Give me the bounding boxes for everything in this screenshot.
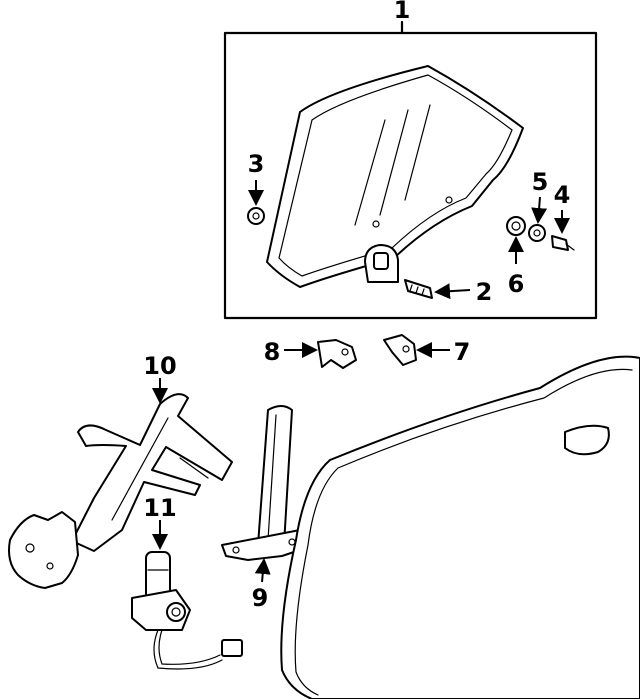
callout-11: 11	[143, 494, 176, 522]
glass-assembly-box	[223, 20, 598, 320]
washer-part-5[interactable]	[528, 224, 546, 242]
callout-6: 6	[508, 270, 525, 298]
bolt-part-2[interactable]	[404, 279, 433, 299]
bracket-part-7[interactable]	[383, 334, 417, 366]
regulator-motor[interactable]	[131, 551, 243, 670]
leader-lines	[152, 180, 570, 583]
guide-channel[interactable]	[221, 405, 307, 561]
callout-7: 7	[454, 338, 471, 366]
callout-10: 10	[143, 352, 176, 380]
callout-1: 1	[394, 0, 411, 24]
callout-2: 2	[476, 278, 493, 306]
bolt-part-4[interactable]	[551, 235, 575, 251]
nut-part-6[interactable]	[506, 216, 526, 236]
callout-9: 9	[252, 584, 269, 612]
door-glass[interactable]	[266, 65, 524, 288]
callout-4: 4	[554, 181, 571, 209]
callout-5: 5	[532, 168, 549, 196]
callout-8: 8	[264, 338, 281, 366]
callout-3: 3	[248, 150, 265, 178]
grommet-part-3[interactable]	[247, 207, 265, 225]
window-regulator[interactable]	[8, 393, 233, 589]
door-shell	[280, 355, 640, 699]
bracket-part-8[interactable]	[317, 339, 357, 369]
